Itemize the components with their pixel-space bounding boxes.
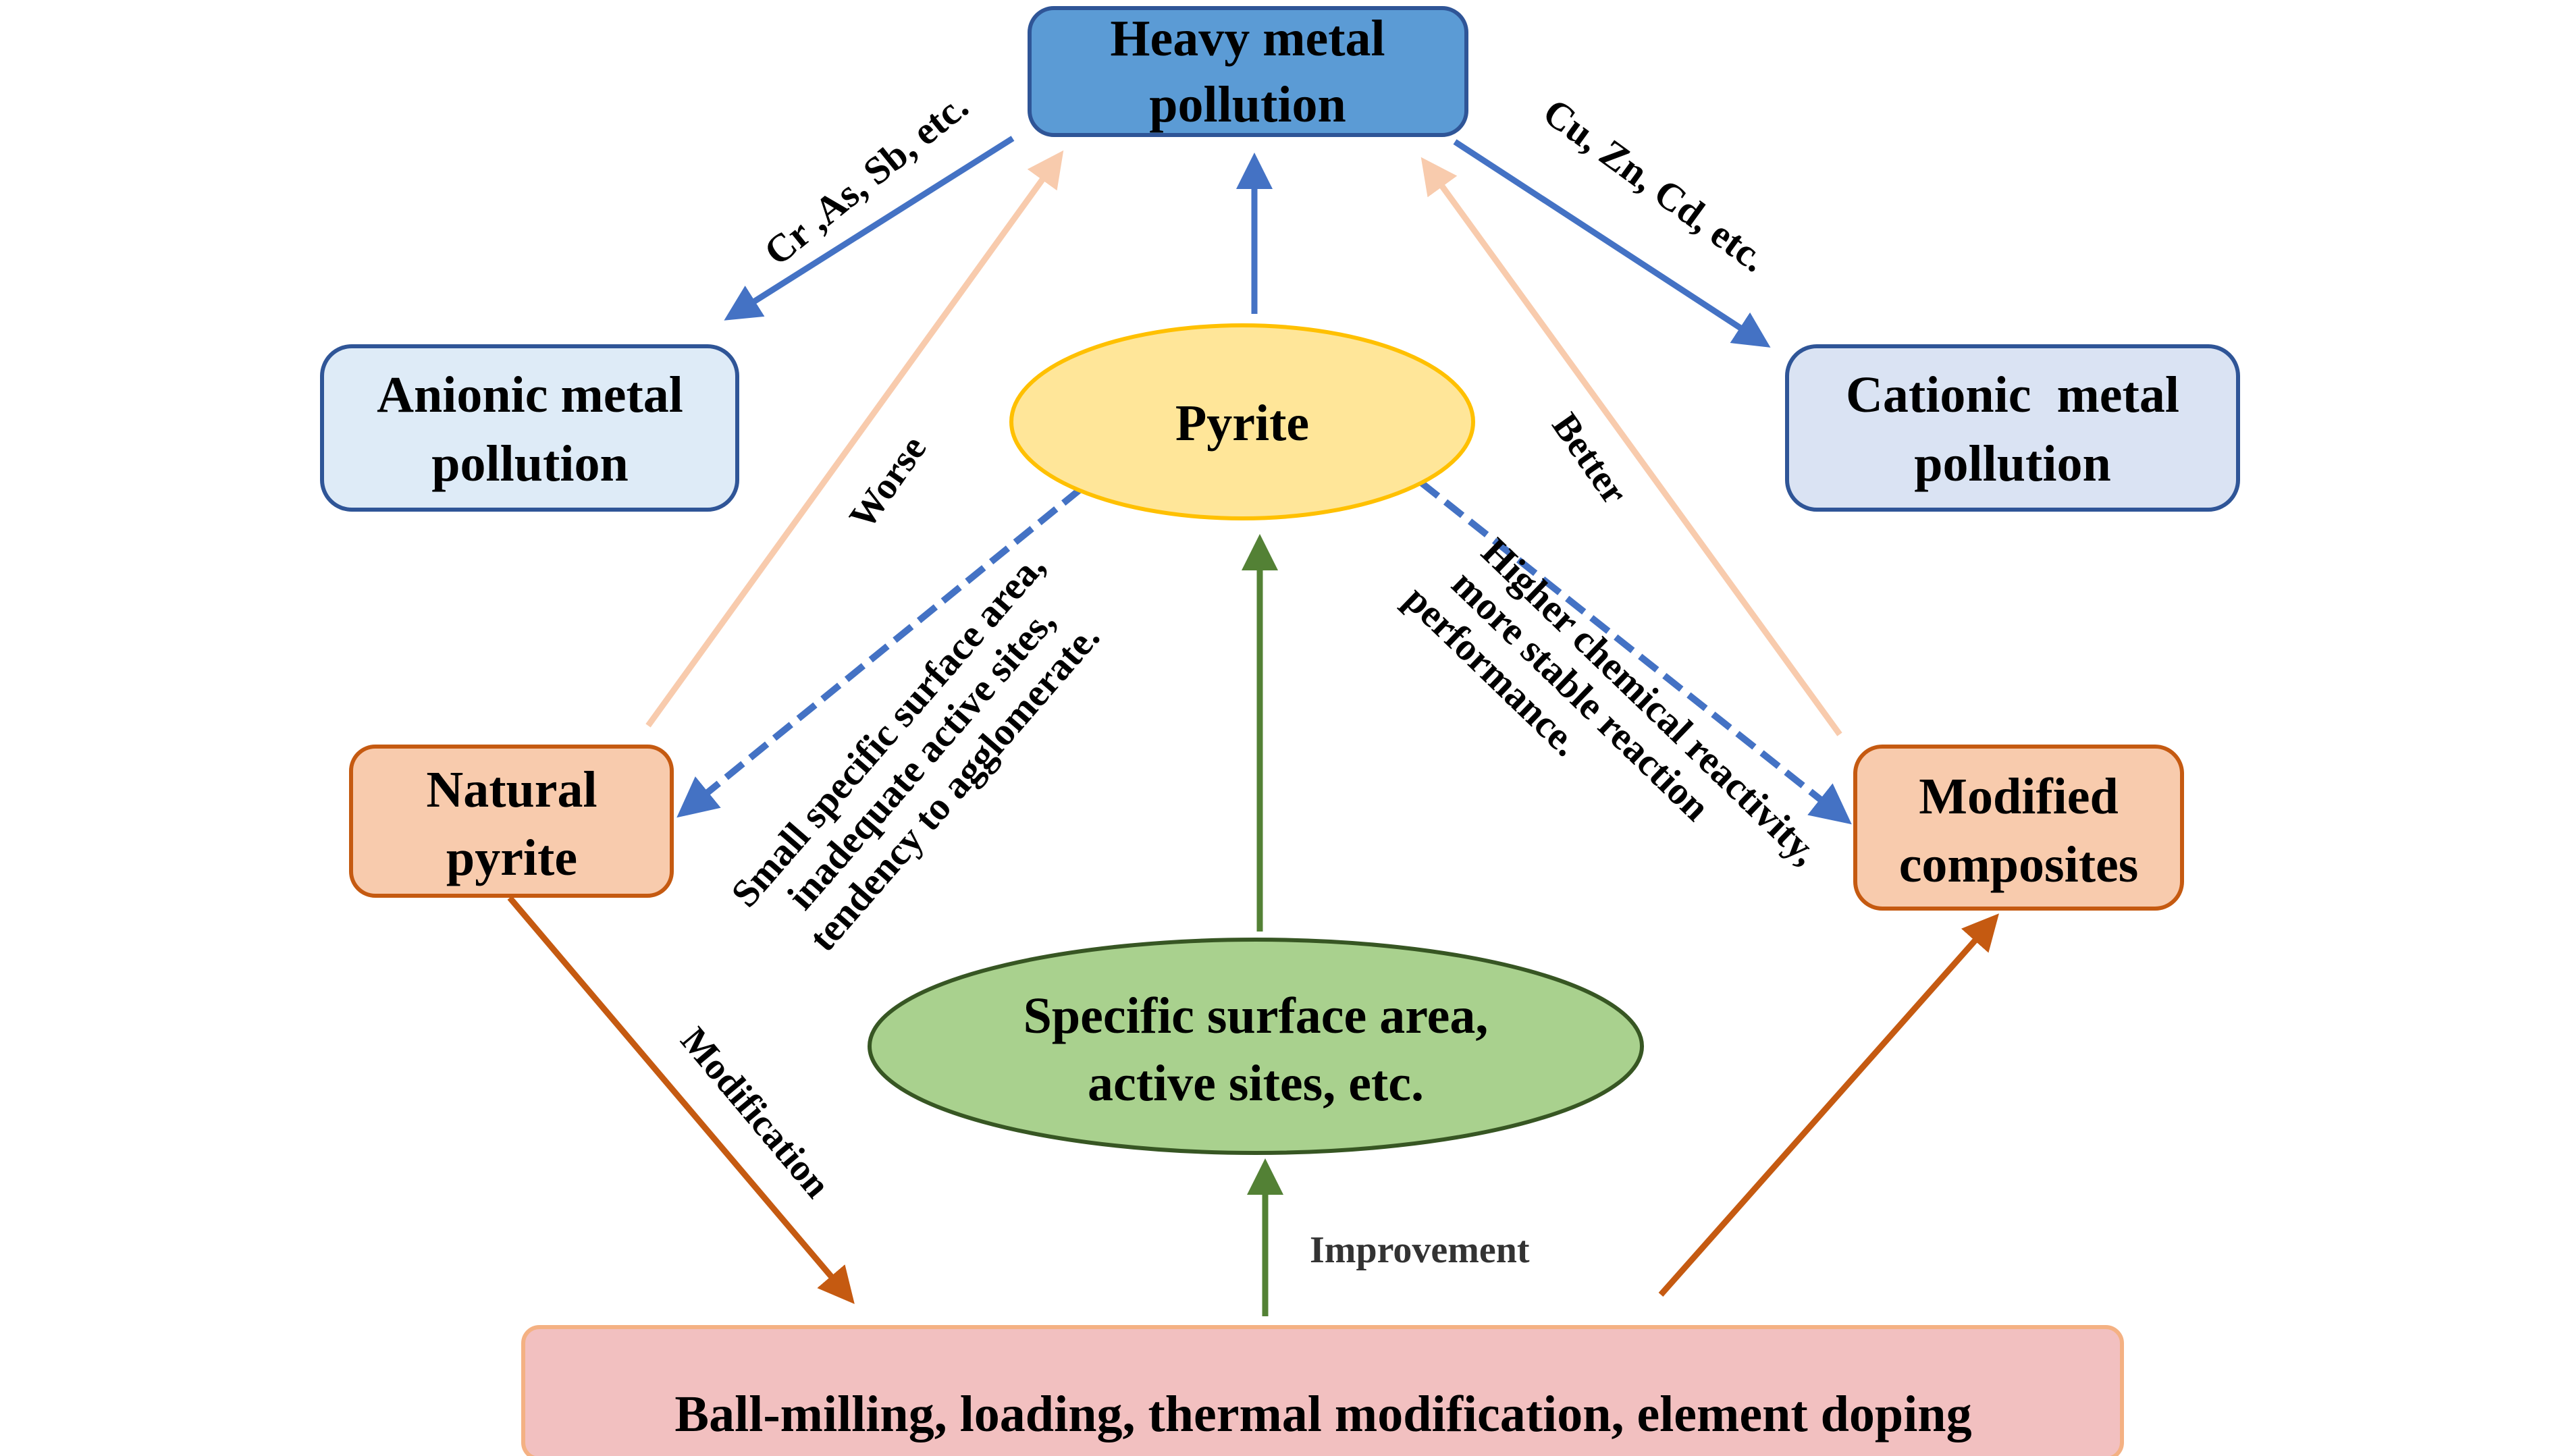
natural-pyrite-line1: Natural (426, 761, 597, 818)
surface-area-line1: Specific surface area, (1024, 988, 1489, 1044)
label-improvement: Improvement (1310, 1229, 1530, 1271)
arrow-pyrite-to-modified (1418, 480, 1852, 825)
cationic-line1: Cationic metal (1846, 367, 2179, 423)
heavy-metal-line2: pollution (1149, 76, 1346, 133)
node-cationic-metal-pollution: Cationic metal pollution (1785, 344, 2240, 512)
label-natural-drawbacks: Small specific surface area, inadequate … (722, 544, 1108, 960)
modified-benefit-line2: more stable reaction (1443, 562, 1718, 830)
label-better: Better (1544, 406, 1636, 512)
label-cationic-examples: Cu, Zn, Cd, etc. (1535, 90, 1775, 281)
arrow-natural-to-heavy (645, 150, 1064, 728)
modified-composites-line1: Modified (1919, 768, 2119, 825)
node-heavy-metal-pollution: Heavy metal pollution (1028, 6, 1468, 137)
arrow-methods-to-modified (1658, 913, 1999, 1297)
natural-pyrite-line2: pyrite (446, 830, 577, 886)
arrow-modified-to-heavy (1420, 157, 1842, 736)
node-modification-methods: Ball-milling, loading, thermal modificat… (521, 1325, 2124, 1456)
cationic-line2: pollution (1914, 435, 2110, 492)
natural-drawback-line2: inadequate active sites, (778, 599, 1063, 918)
label-modified-benefits: Higher chemical reactivity, more stable … (1396, 529, 1828, 873)
arrow-heavy-to-anionic (724, 136, 1015, 321)
node-surface-area: Specific surface area, active sites, etc… (868, 938, 1644, 1155)
label-worse: Worse (841, 428, 934, 536)
node-anionic-metal-pollution: Anionic metal pollution (320, 344, 739, 512)
pyrite-label: Pyrite (1175, 395, 1309, 452)
node-natural-pyrite: Natural pyrite (349, 745, 674, 898)
arrow-natural-to-methods (507, 896, 855, 1304)
anionic-line1: Anionic metal (377, 367, 683, 423)
modified-composites-line2: composites (1899, 836, 2139, 893)
heavy-metal-line1: Heavy metal (1110, 10, 1385, 67)
anionic-line2: pollution (431, 435, 628, 492)
node-pyrite: Pyrite (1009, 323, 1475, 520)
label-modification: Modification (672, 1020, 838, 1206)
arrow-pyrite-to-natural (676, 487, 1083, 818)
arrow-heavy-to-cationic (1453, 139, 1771, 348)
methods-label: Ball-milling, loading, thermal modificat… (674, 1386, 1971, 1442)
surface-area-line2: active sites, etc. (1088, 1055, 1424, 1112)
node-modified-composites: Modified composites (1853, 745, 2184, 911)
